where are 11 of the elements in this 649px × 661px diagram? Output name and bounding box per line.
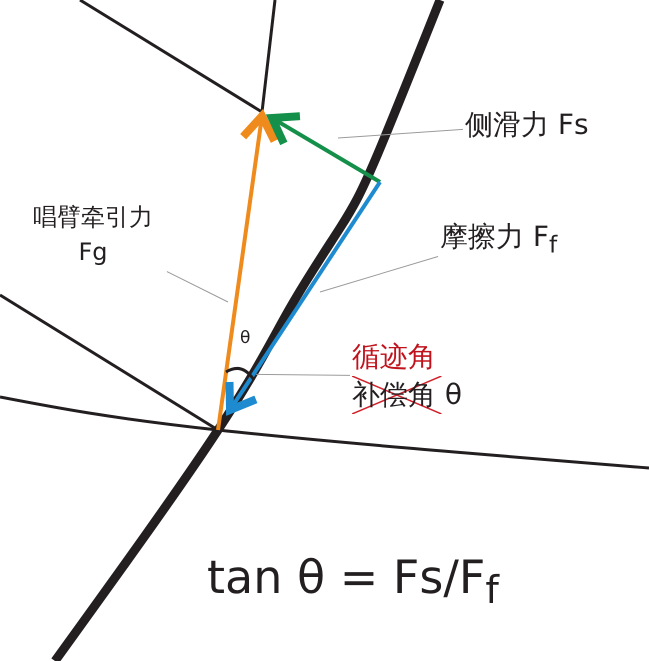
formula: tan θ = Fs/F$_{f}$ [207,550,499,614]
force-label: 唱臂牵引力 Fg [32,202,154,268]
force-label: 侧滑力 Fs [465,107,589,143]
angle-symbol: θ [240,328,250,348]
force-label: 摩擦力 F$_{f}$ [440,219,558,259]
leader-line [338,128,464,138]
leader-line [320,256,438,292]
leader-line [166,271,228,302]
angle-label: 循迹角 [352,339,437,375]
angle-arc [225,366,256,381]
leader-line [256,374,350,376]
